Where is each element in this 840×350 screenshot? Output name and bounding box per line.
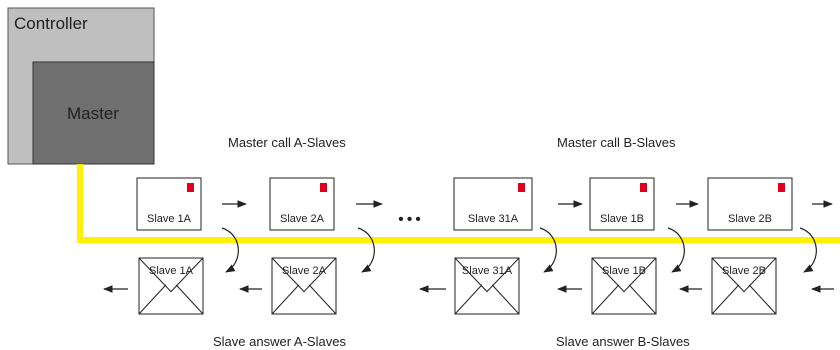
- curved-arrow: [357, 227, 375, 273]
- flag-icon: [518, 183, 525, 192]
- envelope-flap: [138, 257, 204, 293]
- curved-arrow: [539, 227, 557, 273]
- answer-envelope-slave-2a: Slave 2A: [271, 257, 337, 315]
- curved-arrow: [667, 227, 685, 273]
- answer-envelope-slave-2b: Slave 2B: [711, 257, 777, 315]
- envelope-icon: [138, 257, 204, 315]
- flag-icon: [640, 183, 647, 192]
- slave-answer-b-heading: Slave answer B-Slaves: [556, 334, 690, 349]
- answer-envelope-slave-1b: Slave 1B: [591, 257, 657, 315]
- envelope-fold: [711, 284, 777, 315]
- answer-label: Slave 2B: [722, 265, 766, 277]
- ellipsis: •••: [398, 211, 424, 228]
- envelope-flap: [271, 257, 337, 293]
- master-box: [32, 61, 155, 165]
- envelope-flap: [591, 257, 657, 293]
- call-message-slave-2b: Slave 2B: [707, 177, 793, 231]
- flag-icon: [187, 183, 194, 192]
- master-call-a-heading: Master call A-Slaves: [228, 135, 346, 150]
- call-label: Slave 1B: [600, 213, 644, 225]
- bus-line: [77, 164, 840, 243]
- envelope-fold: [138, 284, 204, 315]
- call-message-slave-31a: Slave 31A: [453, 177, 533, 231]
- envelope-icon: [454, 257, 520, 315]
- flag-icon: [778, 183, 785, 192]
- envelope-icon: [711, 257, 777, 315]
- call-label: Slave 1A: [147, 213, 192, 225]
- envelope-fold: [591, 284, 657, 315]
- answer-envelope-slave-31a: Slave 31A: [454, 257, 520, 315]
- call-message-slave-1a: Slave 1A: [136, 177, 202, 231]
- curved-arrow: [799, 227, 817, 273]
- master-call-b-heading: Master call B-Slaves: [557, 135, 676, 150]
- call-message-slave-1b: Slave 1B: [589, 177, 655, 231]
- envelope-fold: [271, 284, 337, 315]
- envelope-icon: [591, 257, 657, 315]
- slave-answer-a-heading: Slave answer A-Slaves: [213, 334, 346, 349]
- answer-label: Slave 31A: [462, 265, 513, 277]
- call-message-slave-2a: Slave 2A: [269, 177, 335, 231]
- envelope-icon: [271, 257, 337, 315]
- call-label: Slave 2A: [280, 213, 325, 225]
- call-label: Slave 31A: [468, 213, 519, 225]
- answer-label: Slave 1B: [602, 265, 646, 277]
- controller-label: Controller: [14, 14, 88, 33]
- answer-label: Slave 1A: [149, 265, 194, 277]
- flag-icon: [320, 183, 327, 192]
- envelope-flap: [454, 257, 520, 293]
- curved-arrow: [221, 227, 239, 273]
- envelope-flap: [711, 257, 777, 293]
- answer-label: Slave 2A: [282, 265, 327, 277]
- master-label: Master: [67, 104, 119, 123]
- answer-envelope-slave-1a: Slave 1A: [138, 257, 204, 315]
- call-label: Slave 2B: [728, 213, 772, 225]
- envelope-fold: [454, 284, 520, 315]
